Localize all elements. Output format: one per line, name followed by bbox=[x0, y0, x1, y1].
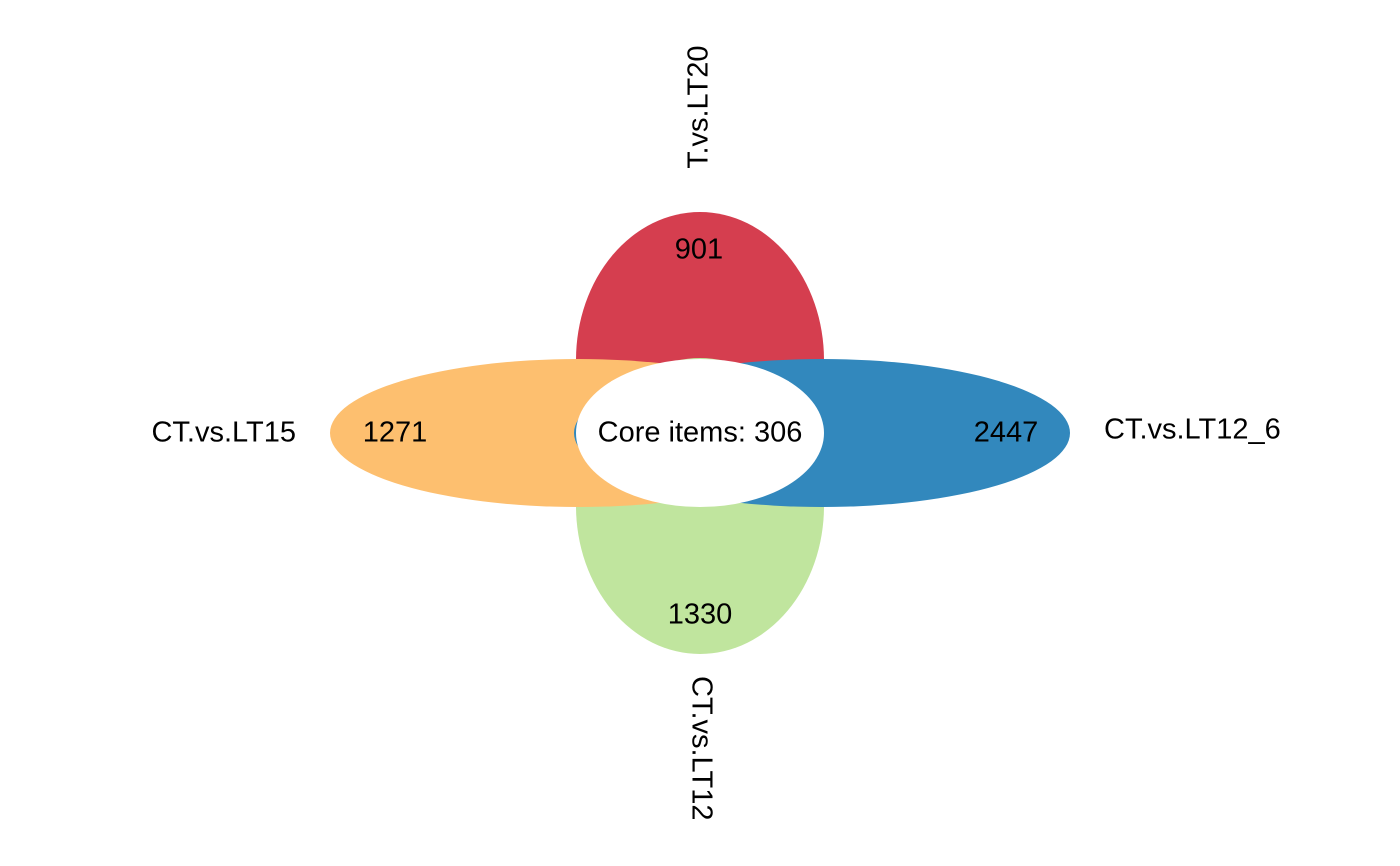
core-ellipse bbox=[576, 359, 824, 507]
core-label: Core items: 306 bbox=[598, 417, 803, 449]
count-left: 1271 bbox=[363, 417, 428, 449]
set-name-top: CT.vs.LT20 bbox=[683, 45, 715, 190]
set-name-left: CT.vs.LT15 bbox=[151, 417, 296, 449]
count-top: 901 bbox=[675, 234, 723, 266]
count-bottom: 1330 bbox=[668, 599, 733, 631]
set-name-bottom: CT.vs.LT12 bbox=[685, 676, 717, 821]
set-name-right: CT.vs.LT12_6 bbox=[1104, 414, 1281, 446]
count-right: 2447 bbox=[974, 417, 1039, 449]
